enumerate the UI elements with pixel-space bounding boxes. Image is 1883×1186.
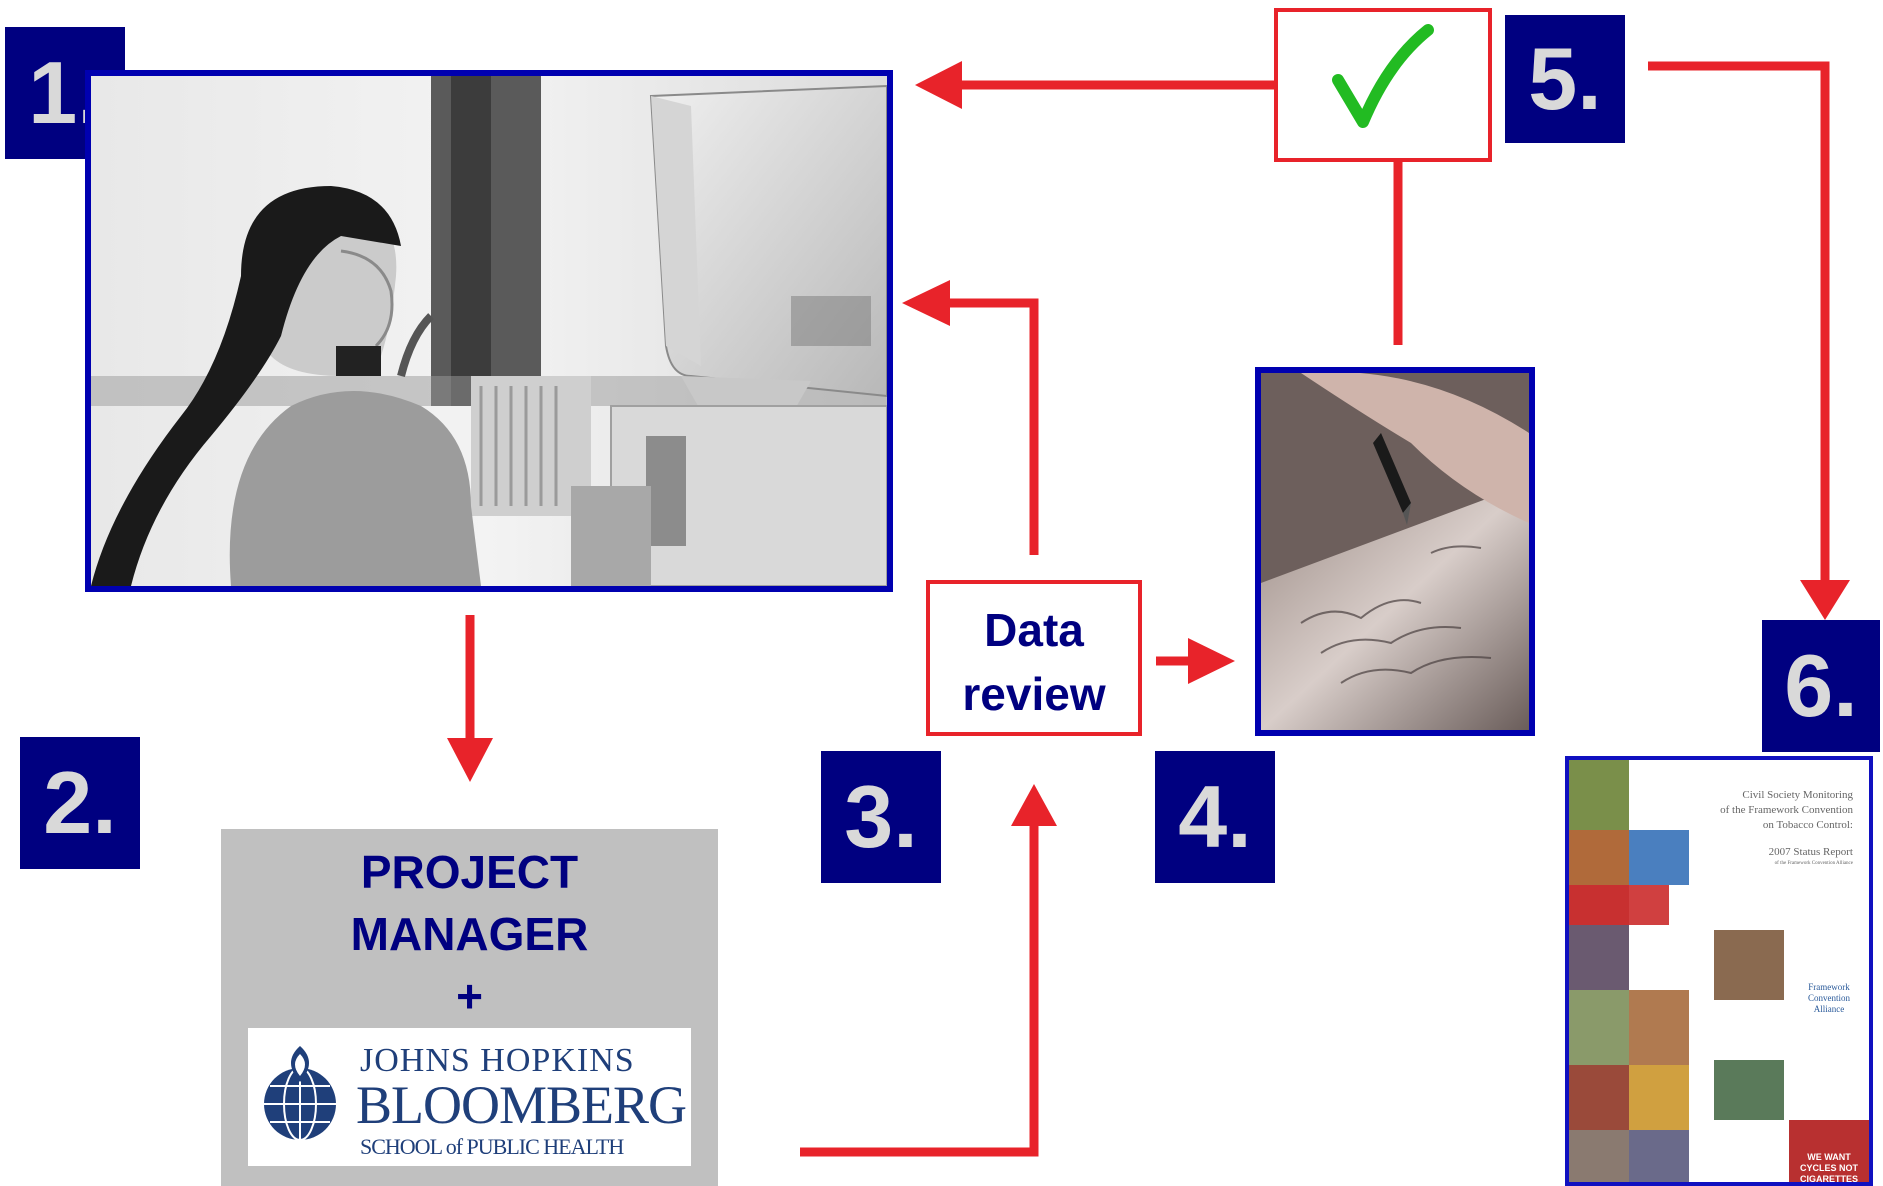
- step-3-label: 3.: [821, 751, 941, 883]
- arrow-2-to-review-line: [800, 820, 1039, 1157]
- globe-shield-icon: [264, 1046, 336, 1141]
- fca-logo: Framework Convention Alliance: [1808, 982, 1850, 1014]
- report-cover: Civil Society Monitoring of the Framewor…: [1565, 756, 1873, 1186]
- writing-hand-photo: [1255, 367, 1535, 736]
- arrow-5-to-6-line: [1648, 61, 1830, 590]
- arrow-5-to-1-head: [915, 61, 962, 109]
- project-manager-label: PROJECT MANAGER +: [350, 846, 589, 1022]
- computer-user-illustration: [91, 76, 887, 586]
- cover-banner-text: WE WANT CYCLES NOT CIGARETTES: [1799, 1152, 1858, 1184]
- data-review-label: Data review: [962, 604, 1106, 720]
- jhu-line-1: JOHNS HOPKINS: [360, 1042, 635, 1079]
- cover-photo-mosaic: [1569, 760, 1689, 1182]
- step-4-label: 4.: [1155, 751, 1275, 883]
- checkmark-icon: [1332, 24, 1434, 128]
- jhu-bloomberg-logo: JOHNS HOPKINS BLOOMBERG SCHOOL of PUBLIC…: [248, 1028, 691, 1166]
- report-title: Civil Society Monitoring of the Framewor…: [1720, 789, 1853, 866]
- data-review-box: Data review: [926, 580, 1142, 736]
- writing-hand-illustration: [1261, 373, 1529, 730]
- arrow-review-to-1-head: [902, 280, 950, 326]
- project-manager-box: PROJECT MANAGER + JOHNS HOPKINS BLOOMBER…: [221, 829, 718, 1186]
- jhu-line-2: BLOOMBERG: [356, 1075, 687, 1135]
- step-5-label: 5.: [1505, 15, 1625, 143]
- computer-user-photo: [85, 70, 893, 592]
- arrow-5-to-6-head: [1800, 580, 1850, 620]
- jhu-line-3: SCHOOL of PUBLIC HEALTH: [360, 1134, 624, 1159]
- arrow-1-to-2-head: [447, 738, 493, 782]
- step-6-label: 6.: [1762, 620, 1880, 752]
- arrow-2-to-review-head: [1011, 784, 1057, 826]
- arrow-review-to-4-head: [1188, 638, 1235, 684]
- arrow-review-to-1-line: [945, 298, 1039, 555]
- step-2-label: 2.: [20, 737, 140, 869]
